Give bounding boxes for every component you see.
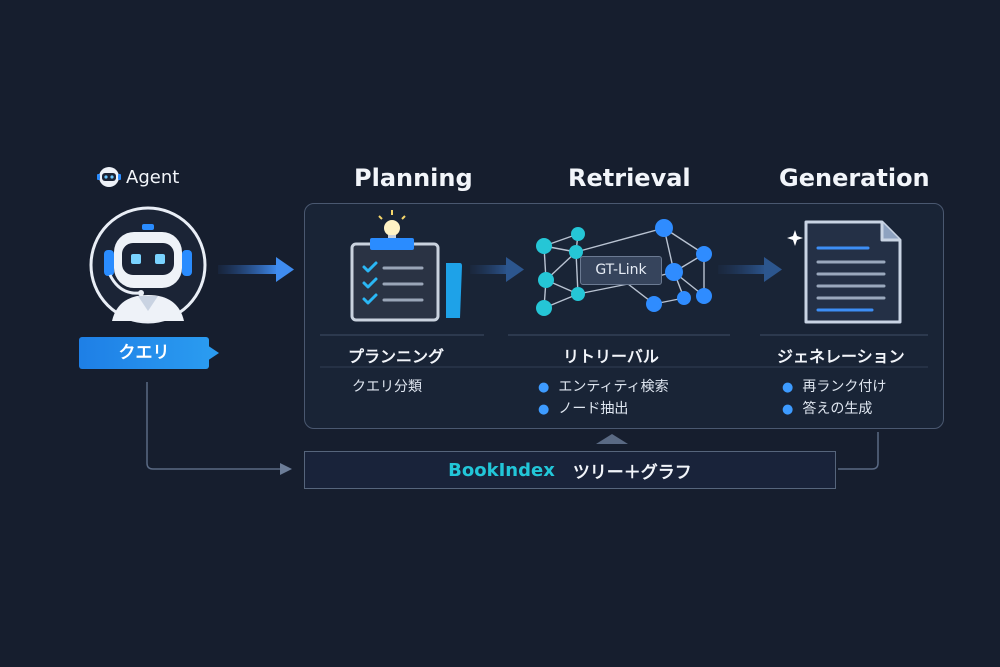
agent-label: Agent (126, 166, 180, 188)
connector-generation-bookindex (838, 432, 879, 470)
gt-link-badge: GT-Link (580, 256, 662, 285)
stage-label-planning: プランニング (348, 347, 445, 366)
stage-title-planning: Planning (354, 164, 473, 192)
up-arrow-marker (596, 434, 628, 444)
generation-item: ●再ランク付け (782, 379, 887, 395)
clipboard-checklist-icon (350, 210, 462, 322)
retrieval-item: ●エンティティ検索 (538, 379, 669, 395)
bullet-dot: ● (782, 380, 794, 395)
planning-item: クエリ分類 (352, 379, 422, 395)
connector-agent-bookindex (146, 382, 282, 470)
bullet-dot: ● (538, 380, 550, 395)
flow-arrow-agent-planning (218, 257, 294, 282)
document-sparkle-icon (787, 220, 902, 324)
query-pill: クエリ (79, 337, 209, 369)
knowledge-graph-icon (536, 219, 712, 316)
stage-title-generation: Generation (779, 164, 930, 192)
query-pill-pointer (207, 345, 219, 361)
stage-label-retrieval: リトリーバル (563, 347, 659, 366)
stage-label-generation: ジェネレーション (777, 347, 905, 366)
stage-title-retrieval: Retrieval (568, 164, 691, 192)
retrieval-item: ●ノード抽出 (538, 401, 629, 417)
bookindex-desc: ツリー＋グラフ (572, 462, 692, 483)
generation-item: ●答えの生成 (782, 401, 873, 417)
bookindex-label: BookIndex ツリー＋グラフ (304, 451, 836, 489)
agent-header: Agent (96, 165, 179, 189)
bullet-dot: ● (538, 402, 550, 417)
bookindex-box (304, 451, 836, 489)
robot-small-icon (97, 167, 121, 187)
lightbulb-icon (378, 210, 406, 240)
bullet-dot: ● (782, 402, 794, 417)
bookindex-name: BookIndex (448, 459, 555, 481)
robot-avatar-icon (89, 206, 207, 324)
